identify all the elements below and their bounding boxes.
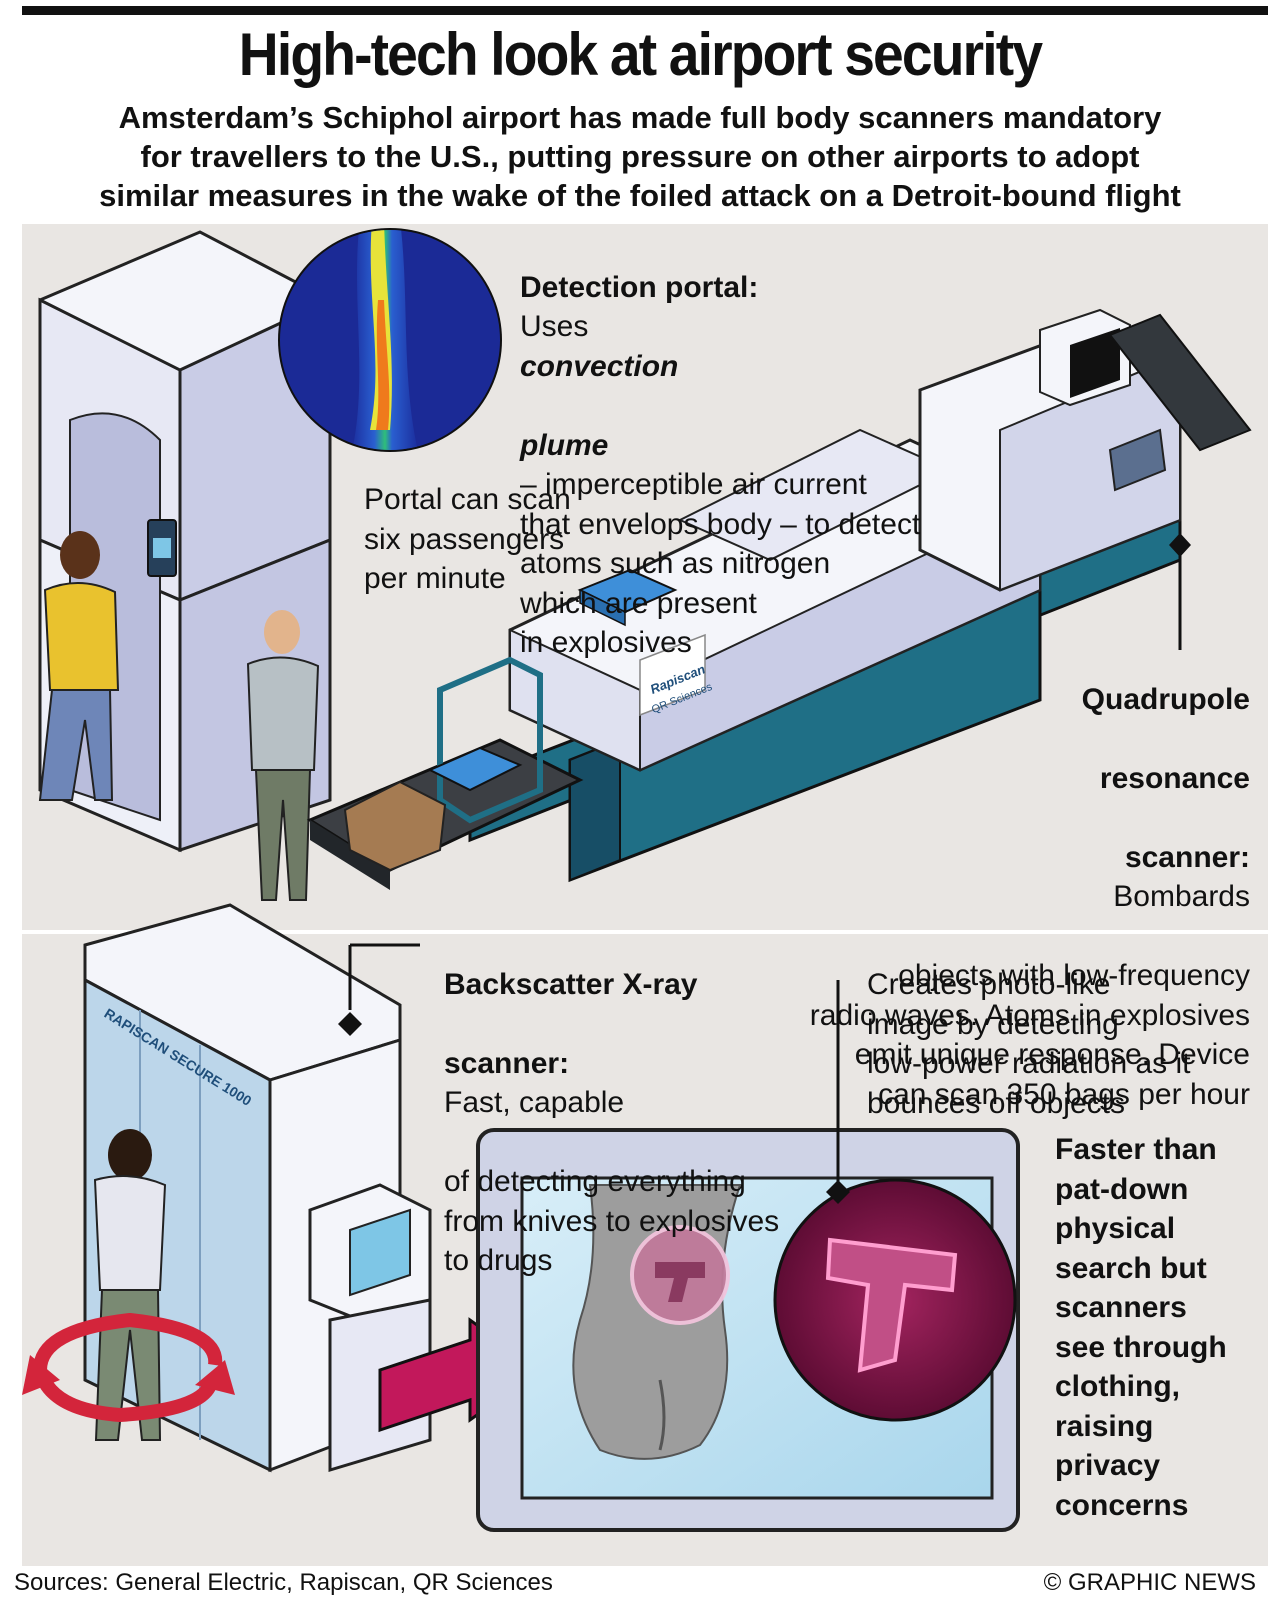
backscatter-label-1: Backscatter X-ray xyxy=(444,967,698,1001)
quadrupole-description: Quadrupole resonance scanner: Bombards o… xyxy=(740,640,1250,1114)
backscatter-body: of detecting everything from knives to e… xyxy=(444,1165,780,1277)
portal-body: – imperceptible air current that envelop… xyxy=(520,468,921,659)
portal-emphasis-convection: convection xyxy=(520,349,679,383)
quadrupole-body: objects with low-frequency radio waves. … xyxy=(809,959,1250,1111)
quadrupole-label-1: Quadrupole xyxy=(1081,682,1250,716)
security-officer xyxy=(246,610,320,901)
portal-lead: Uses xyxy=(520,310,589,343)
scan-image-monitor xyxy=(476,980,1020,1532)
backscatter-description: Backscatter X-ray scanner: Fast, capable… xyxy=(444,925,844,1281)
quadrupole-resonance-scanner xyxy=(306,308,1252,890)
backscatter-body-1: Fast, capable xyxy=(444,1086,625,1119)
portal-rate: Portal can scan six passengers per minut… xyxy=(364,483,571,595)
portal-description: Detection portal: Uses convection plume … xyxy=(520,228,1080,663)
backscatter-label-2: scanner: xyxy=(444,1046,570,1080)
quadrupole-label-2: resonance xyxy=(1099,761,1250,795)
quadrupole-label-3: scanner: xyxy=(1124,840,1250,874)
passenger-yellow-shirt xyxy=(38,531,120,801)
page-title: High-tech look at airport security xyxy=(238,21,1043,88)
sources: Sources: General Electric, Rapiscan, QR … xyxy=(14,1569,553,1596)
rotation-arrow-icon xyxy=(22,1312,235,1423)
portal-label: Detection portal: xyxy=(520,270,759,304)
credit: © GRAPHIC NEWS xyxy=(1043,1569,1256,1596)
portal-emphasis-plume: plume xyxy=(520,428,609,462)
quadrupole-body-1: Bombards xyxy=(1113,880,1250,913)
top-rule xyxy=(22,6,1268,15)
privacy-note: Faster than pat-down physical search but… xyxy=(1055,1133,1227,1522)
convection-plume-image xyxy=(278,228,502,452)
image-note: Creates photo-like image by detecting lo… xyxy=(867,968,1191,1120)
page-subtitle: Amsterdam’s Schiphol airport has made fu… xyxy=(99,100,1181,213)
